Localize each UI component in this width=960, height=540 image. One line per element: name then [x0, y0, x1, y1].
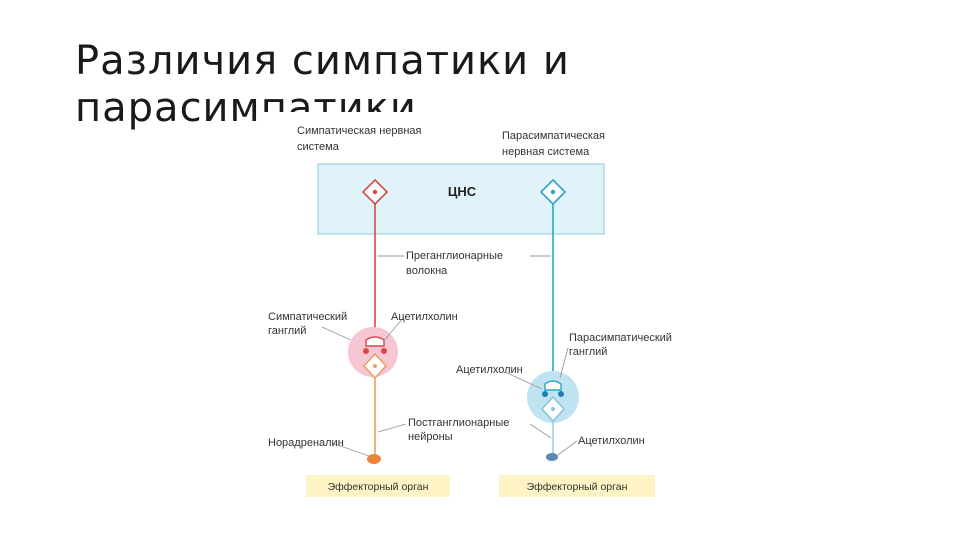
leader-lines: [321, 255, 578, 457]
leader-sympathetic-ganglion: [321, 326, 352, 341]
noradrenaline-terminal: [367, 454, 381, 464]
parasympathetic-synapse-terminal: [544, 380, 562, 391]
cns-label: ЦНС: [448, 184, 477, 199]
leader-acetylcholine-parasympathetic: [504, 371, 543, 390]
acetylcholine-effector-label: Ацетилхолин: [578, 435, 645, 447]
parasympathetic-system-label-2: нервная система: [502, 146, 590, 158]
acetylcholine-terminal: [546, 453, 558, 461]
effector-organ-left-box: [306, 475, 450, 497]
slide-title: Различия симпатики и парасимпатики: [75, 38, 675, 132]
sympathetic-vesicle-right: [381, 348, 387, 354]
postganglionic-label-1: Постганглионарные: [408, 417, 509, 429]
leader-parasympathetic-ganglion: [559, 347, 569, 379]
parasympathetic-neuron: [539, 178, 567, 383]
effector-organ-right-box: [499, 475, 655, 497]
acetylcholine-sympathetic-label: Ацетилхолин: [391, 311, 458, 323]
effector-organ-right-label: Эффекторный орган: [527, 481, 628, 493]
sympathetic-ganglion-nucleus: [373, 364, 377, 368]
parasympathetic-vesicle-left: [542, 391, 548, 397]
parasympathetic-ganglion-label-2: ганглий: [569, 346, 607, 358]
parasympathetic-cns-nucleus: [550, 189, 556, 195]
preganglionic-label-1: Преганглионарные: [406, 250, 503, 262]
acetylcholine-parasympathetic-label: Ацетилхолин: [456, 364, 523, 376]
sympathetic-system-label-2: система: [297, 141, 340, 153]
parasympathetic-ganglion-label-1: Парасимпатический: [569, 332, 672, 344]
cns-box: [317, 163, 605, 235]
parasympathetic-vesicle-right: [558, 391, 564, 397]
effector-organ-left-label: Эффекторный орган: [328, 481, 429, 493]
leader-postganglionic-left: [377, 423, 407, 433]
parasympathetic-system-label-1: Парасимпатическая: [502, 130, 605, 142]
sympathetic-vesicle-left: [363, 348, 369, 354]
title-line-1: Различия симпатики и: [75, 38, 570, 84]
sympathetic-neuron: [361, 178, 389, 340]
noradrenaline-label: Норадреналин: [268, 437, 344, 449]
sympathetic-ganglion-label-1: Симпатический: [268, 311, 347, 323]
leader-postganglionic-right: [529, 423, 552, 439]
leader-acetylcholine-sympathetic: [382, 317, 404, 343]
sympathetic-ganglion-label-2: ганглий: [268, 325, 306, 337]
sympathetic-synapse-terminal: [365, 336, 385, 347]
parasympathetic-ganglion-nucleus: [551, 407, 555, 411]
leader-noradrenaline: [331, 442, 370, 457]
preganglionic-label-2: волокна: [406, 265, 448, 277]
postganglionic-label-2: нейроны: [408, 431, 453, 443]
sympathetic-cns-nucleus: [372, 189, 378, 195]
sympathetic-system-label-1: Симпатическая нервная: [297, 125, 422, 137]
leader-acetylcholine-effector: [557, 440, 578, 456]
